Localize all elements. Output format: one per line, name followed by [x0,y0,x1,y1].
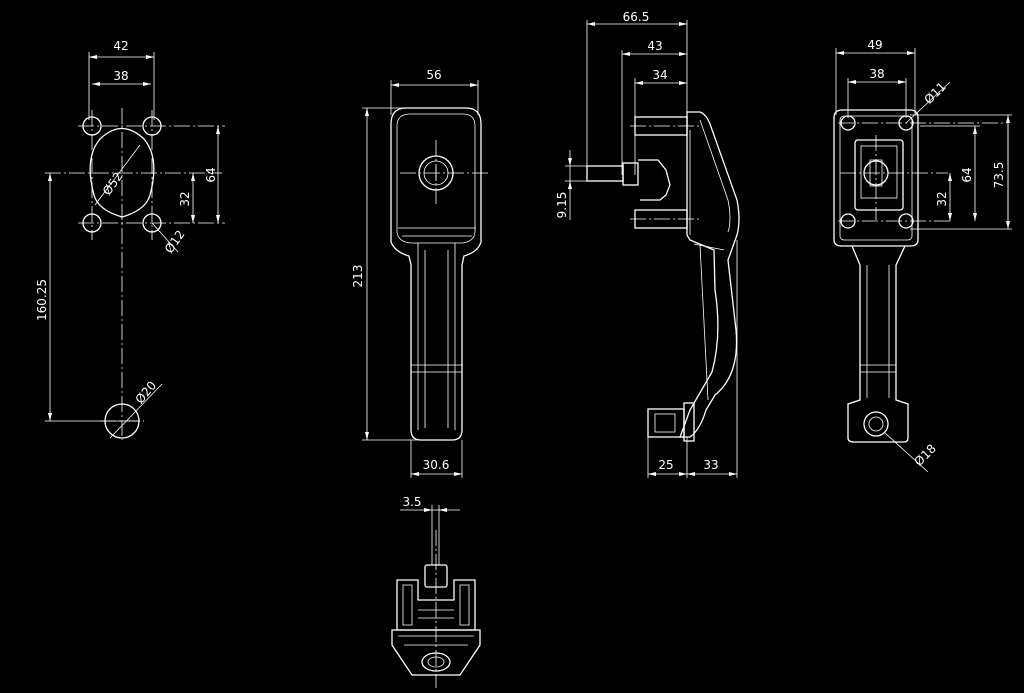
spindle [586,165,624,182]
dim-thickness-3-5: 3.5 [402,495,421,509]
dim-center-distance: 160.25 [35,279,49,321]
dim-height-64: 64 [204,167,218,182]
dim-depth-43: 43 [647,39,662,53]
dia-lower-hole: Ø20 [133,378,160,406]
dim-width-38-rear: 38 [869,67,884,81]
dim-height-213: 213 [351,265,365,288]
dim-width-38: 38 [113,69,128,83]
dia-plate-holes: Ø11 [921,79,948,106]
bottom-base [391,629,481,676]
side-view: 66.5 43 34 9.15 [555,10,740,478]
dim-height-32-rear: 32 [935,191,949,206]
rear-handle [847,245,909,443]
dim-grip-width: 30.6 [423,458,450,472]
dim-bottom-25: 25 [658,458,673,472]
dim-offset-9-15: 9.15 [555,192,569,219]
dim-width-56: 56 [426,68,441,82]
dim-depth-66-5: 66.5 [623,10,650,24]
lower-boss [863,411,889,437]
mounting-plate [833,109,919,247]
dim-height-73-5: 73.5 [992,162,1006,189]
dim-width-49: 49 [867,38,882,52]
handle-body-outline [390,107,482,441]
dia-lower-boss: Ø18 [911,441,938,468]
rear-view: 49 38 Ø11 Ø18 [833,38,1012,473]
main-bore-outline [89,127,155,218]
dim-height-64-rear: 64 [960,167,974,182]
dim-depth-34: 34 [652,68,667,82]
front-view: 56 213 30.6 [351,68,490,478]
dim-height-32: 32 [178,191,192,206]
side-body-profile [679,111,740,438]
lock-housing [854,139,904,211]
bottom-view: 3.5 [391,495,481,688]
dim-width-42: 42 [113,39,128,53]
lower-tab [647,408,685,438]
hole-pattern-view: 42 38 64 32 [35,39,225,440]
dim-bottom-33: 33 [703,458,718,472]
dia-mount-hole: Ø12 [162,228,188,256]
